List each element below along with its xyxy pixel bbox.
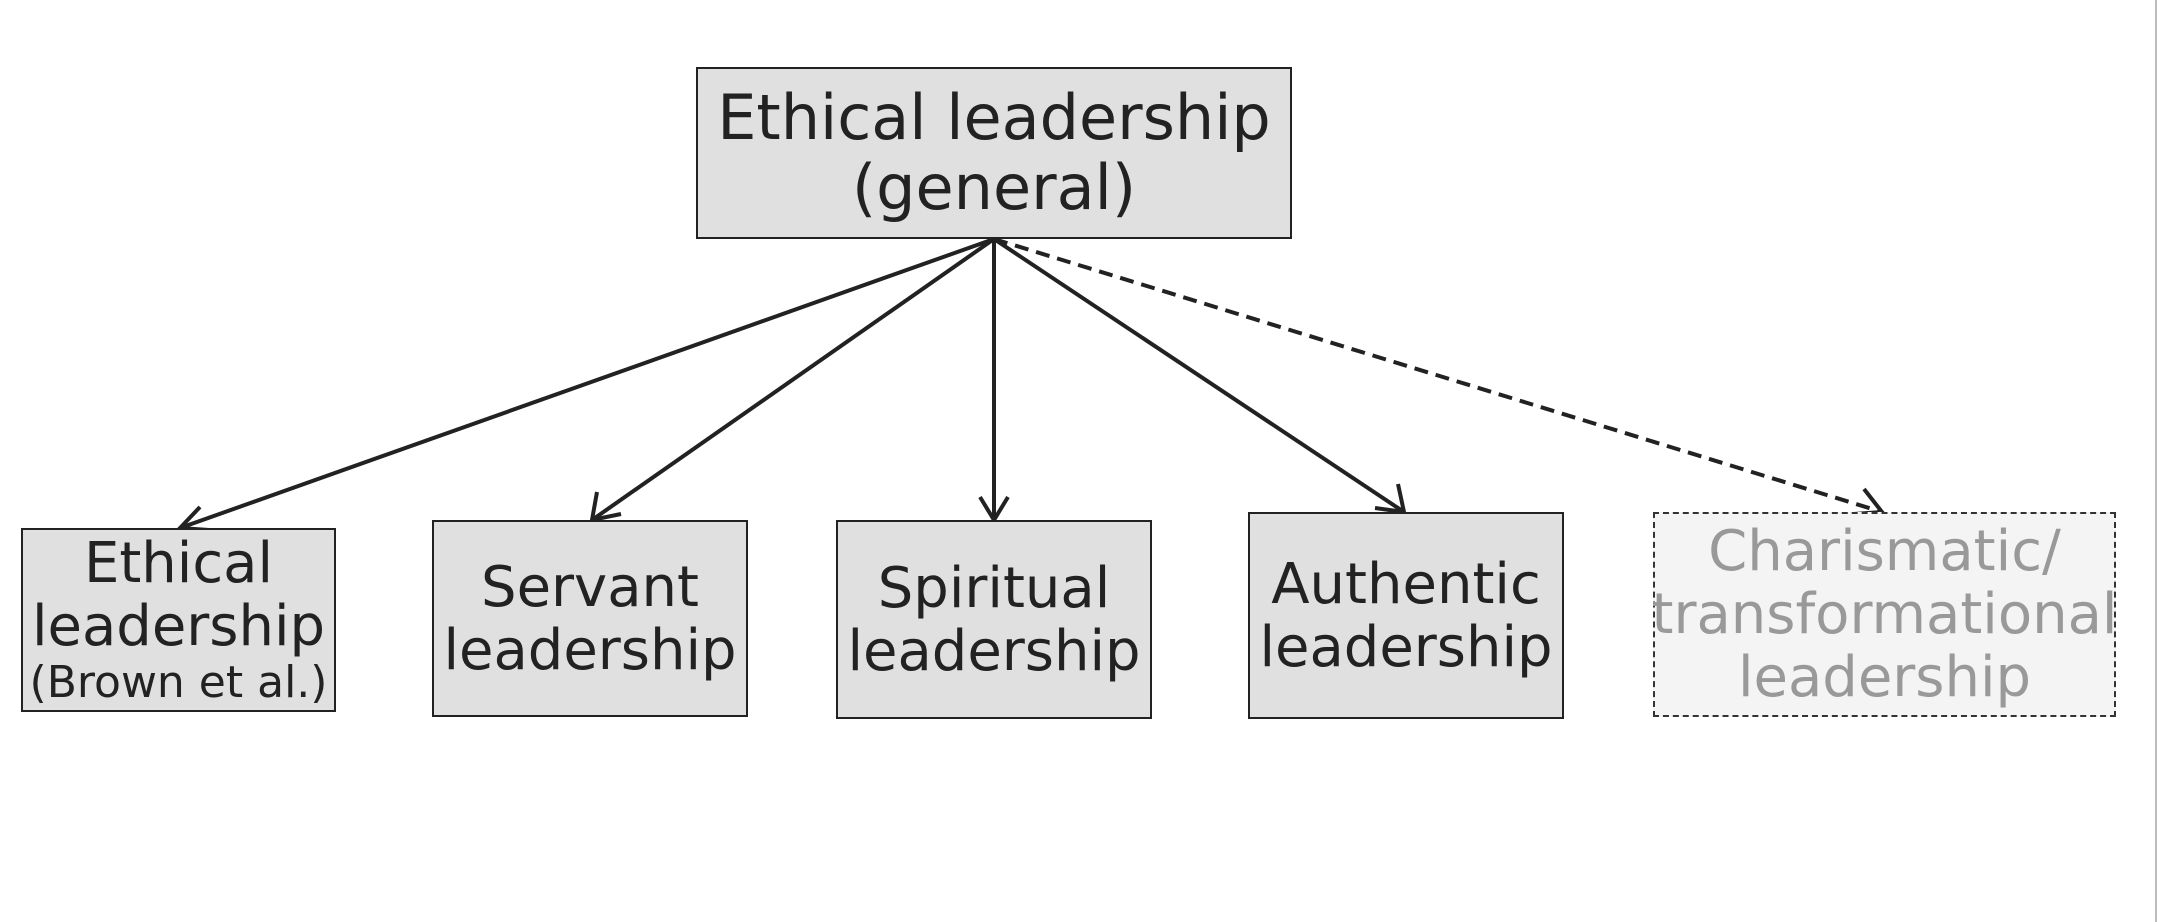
node-label-line1: Ethical <box>83 531 274 596</box>
node-label-line1: Ethical leadership <box>717 81 1271 154</box>
node-ethical-leadership-general: Ethical leadership (general) <box>696 67 1292 239</box>
node-label-line1: Servant <box>481 554 699 620</box>
node-label-line3: leadership <box>1737 645 2032 710</box>
node-authentic-leadership: Authentic leadership <box>1248 512 1564 719</box>
node-label-line2: leadership <box>1259 614 1553 680</box>
node-label-line1: Authentic <box>1271 551 1541 617</box>
node-servant-leadership: Servant leadership <box>432 520 748 717</box>
node-label-line2: (general) <box>851 151 1137 224</box>
node-label-line2: leadership <box>31 594 326 659</box>
node-label-line1: Charismatic/ <box>1708 519 2061 584</box>
right-edge-divider <box>2155 0 2157 922</box>
node-label-line2: leadership <box>847 618 1141 684</box>
node-label-line1: Spiritual <box>877 555 1111 621</box>
edge-to-ethical-brown <box>179 237 995 530</box>
node-spiritual-leadership: Spiritual leadership <box>836 520 1152 719</box>
edge-to-charismatic <box>993 237 1883 514</box>
node-ethical-leadership-brown: Ethical leadership (Brown et al.) <box>21 528 336 712</box>
edge-to-authentic <box>992 237 1406 514</box>
node-label-line2: transformational <box>1651 582 2118 647</box>
node-label-line2: leadership <box>443 617 737 683</box>
node-label-line3: (Brown et al.) <box>29 657 328 708</box>
node-charismatic-transformational-leadership: Charismatic/ transformational leadership <box>1651 512 2118 717</box>
edge-to-servant <box>590 237 996 522</box>
